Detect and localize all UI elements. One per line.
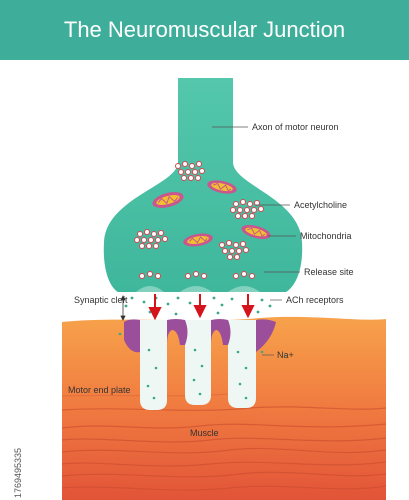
label-release-site: Release site bbox=[304, 267, 354, 277]
acetylcholine-vesicles bbox=[134, 161, 264, 279]
mitochondria bbox=[152, 180, 271, 247]
stock-id-watermark: 1769495335 bbox=[2, 380, 23, 500]
title-banner bbox=[0, 0, 409, 60]
label-ach-receptors: ACh receptors bbox=[286, 295, 344, 305]
released-ach-dots bbox=[118, 296, 272, 400]
axon-terminal bbox=[103, 78, 303, 292]
stock-id-text: 1769495335 bbox=[13, 447, 23, 498]
leader-lines bbox=[212, 126, 300, 356]
synaptic-cleft-arrow bbox=[120, 295, 126, 321]
label-synaptic-cleft: Synaptic cleft bbox=[74, 295, 128, 305]
label-mitochondria: Mitochondria bbox=[300, 231, 352, 241]
label-axon: Axon of motor neuron bbox=[252, 122, 339, 132]
ach-receptors bbox=[124, 319, 276, 353]
label-acetylcholine: Acetylcholine bbox=[294, 200, 347, 210]
label-na: Na+ bbox=[277, 350, 294, 360]
junctional-folds bbox=[140, 320, 256, 410]
release-arrows bbox=[148, 294, 255, 321]
page-title: The Neuromuscular Junction bbox=[63, 17, 346, 42]
muscle-fibers bbox=[61, 393, 387, 491]
label-motor-end-plate: Motor end plate bbox=[68, 385, 131, 395]
label-muscle: Muscle bbox=[190, 428, 219, 438]
